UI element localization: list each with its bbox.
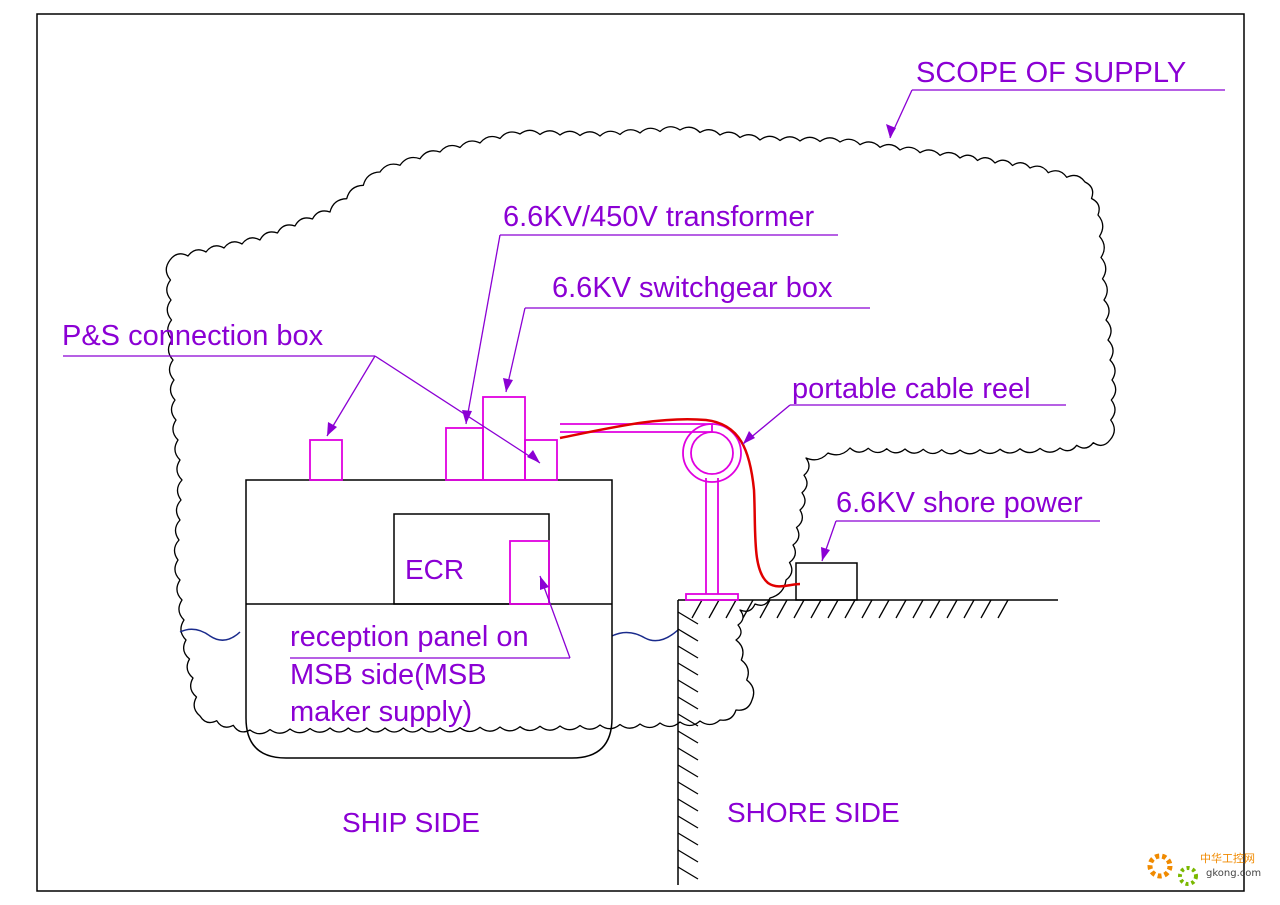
- transformer-label: 6.6KV/450V transformer: [503, 201, 814, 233]
- wall-hatch-mark: [677, 713, 699, 727]
- scope-arrowhead: [886, 124, 896, 138]
- shore-power-box: [795, 562, 858, 601]
- ground-hatch-mark: [742, 599, 754, 619]
- ground-hatch-mark: [793, 599, 805, 619]
- ground-hatch-mark: [827, 599, 839, 619]
- ground-hatch-mark: [929, 599, 941, 619]
- reception-panel-label-line-2: MSB side(MSB: [290, 659, 487, 691]
- switchgear-label: 6.6KV switchgear box: [552, 272, 833, 304]
- ground-hatch-mark: [878, 599, 890, 619]
- drawing-border: [36, 13, 1245, 892]
- ground-hatch-mark: [912, 599, 924, 619]
- switchgear-box: [482, 396, 526, 481]
- ground-hatch-mark: [980, 599, 992, 619]
- wall-hatch-mark: [677, 815, 699, 829]
- connection-box-port-arrowhead: [327, 422, 337, 436]
- transformer-leader: [465, 234, 501, 425]
- reception-panel-label-line-1: reception panel on: [290, 621, 529, 653]
- leader-lines: [63, 89, 1225, 659]
- scope-cloud-outline: [165, 126, 1117, 735]
- ground-hatch-mark: [963, 599, 975, 619]
- transformer-box: [445, 427, 484, 481]
- connection-box-label: P&S connection box: [62, 320, 324, 352]
- cable-reel-base: [685, 593, 739, 601]
- wall-hatch-mark: [677, 832, 699, 846]
- cable-reel: [560, 423, 742, 601]
- wall-hatch-mark: [677, 645, 699, 659]
- cable-reel-drum-inner: [690, 431, 734, 475]
- connection-box-leader-starboard: [374, 355, 541, 464]
- ground-hatch-mark: [946, 599, 958, 619]
- wall-hatch-mark: [677, 662, 699, 676]
- water-wave-left: [179, 628, 241, 641]
- connection-box-leader-port: [326, 355, 376, 437]
- wall-hatch-mark: [677, 798, 699, 812]
- ground-hatch-mark: [844, 599, 856, 619]
- ground-hatch-mark: [759, 599, 771, 619]
- shore-power-arrowhead: [821, 547, 830, 561]
- watermark-logo: 中华工控网 gkong.com: [1147, 851, 1261, 886]
- ground-hatch-mark: [691, 599, 703, 619]
- quay-wall-hatching: [677, 611, 699, 880]
- ground-hatch-mark: [997, 599, 1009, 619]
- reception-panel-arrowhead: [540, 576, 549, 590]
- cable-reel-boom: [560, 423, 713, 433]
- wall-hatch-mark: [677, 781, 699, 795]
- reception-panel-leader: [539, 575, 571, 659]
- leader-arrowheads: [327, 124, 896, 590]
- wall-hatch-mark: [677, 866, 699, 880]
- ground-hatch-mark: [776, 599, 788, 619]
- ground-hatching: [691, 599, 1009, 619]
- shore-side-label: SHORE SIDE: [727, 797, 900, 828]
- switchgear-arrowhead: [503, 378, 513, 392]
- wall-hatch-mark: [677, 764, 699, 778]
- power-cable: [559, 417, 801, 588]
- wall-hatch-mark: [677, 611, 699, 625]
- watermark-domain: gkong.com: [1206, 868, 1261, 879]
- switchgear-leader: [505, 307, 526, 393]
- ship-side-label: SHIP SIDE: [342, 807, 480, 838]
- ground-hatch-mark: [810, 599, 822, 619]
- reception-panel-label-line-3: maker supply): [290, 696, 472, 728]
- gear-icon: [1147, 853, 1173, 879]
- connection-box-starboard: [524, 439, 558, 481]
- reception-panel: [509, 540, 550, 605]
- wall-hatch-mark: [677, 696, 699, 710]
- shore-power-label: 6.6KV shore power: [836, 487, 1083, 519]
- wall-hatch-mark: [677, 747, 699, 761]
- wall-hatch-mark: [677, 849, 699, 863]
- connection-box-port: [309, 439, 343, 481]
- scope-of-supply-label: SCOPE OF SUPPLY: [916, 57, 1186, 89]
- ground-hatch-mark: [861, 599, 873, 619]
- cable-reel-arrowhead: [743, 431, 755, 444]
- cable-reel-label: portable cable reel: [792, 373, 1031, 405]
- watermark-name: 中华工控网: [1200, 851, 1255, 865]
- wall-hatch-mark: [677, 679, 699, 693]
- water-wave-right: [611, 629, 679, 642]
- gear-icon-small: [1178, 866, 1198, 886]
- connection-box-starboard-arrowhead: [527, 450, 540, 463]
- ground-hatch-mark: [708, 599, 720, 619]
- ground-hatch-mark: [725, 599, 737, 619]
- ground-hatch-mark: [895, 599, 907, 619]
- transformer-arrowhead: [462, 410, 472, 424]
- ecr-label: ECR: [405, 554, 464, 585]
- wall-hatch-mark: [677, 730, 699, 744]
- ship-hull: [245, 479, 613, 759]
- wall-hatch-mark: [677, 628, 699, 642]
